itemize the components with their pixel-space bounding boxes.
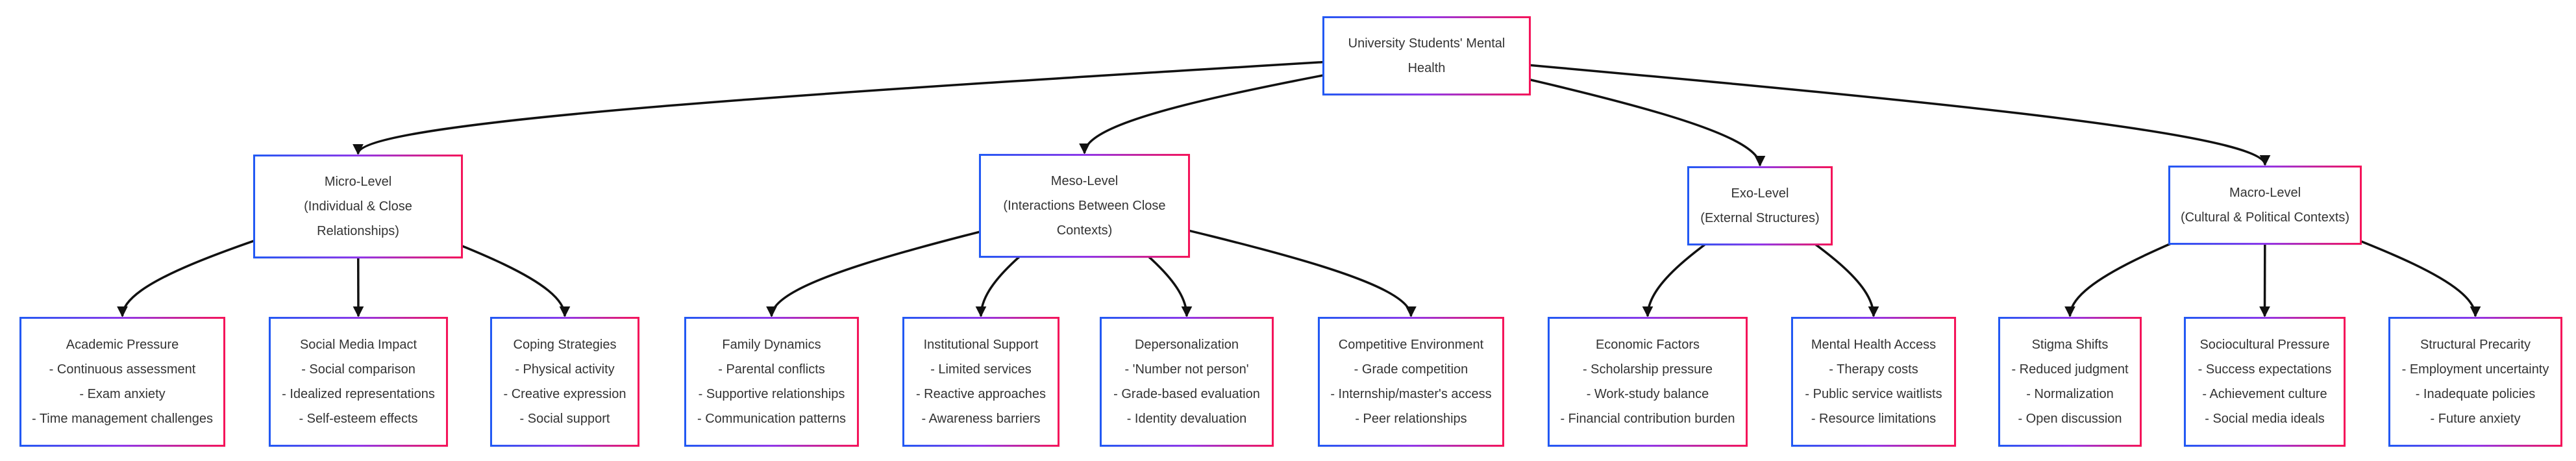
- node-line: (Interactions Between Close: [1003, 199, 1166, 213]
- node-macro: Macro-Level (Cultural & Political Context…: [2168, 166, 2362, 245]
- node-line: - Self-esteem effects: [299, 412, 418, 426]
- node-stigma-shifts: Stigma Shifts - Reduced judgment - Normali…: [1998, 317, 2142, 447]
- node-line: - Reduced judgment: [2011, 362, 2129, 377]
- node-line: - Social support: [519, 412, 610, 426]
- node-line: Exo-Level: [1731, 186, 1789, 201]
- node-line: Micro-Level: [324, 175, 392, 189]
- node-line: - Awareness barriers: [921, 412, 1041, 426]
- node-line: - Time management challenges: [31, 412, 214, 426]
- node-line: Mental Health Access: [1811, 338, 1937, 352]
- node-line: Economic Factors: [1595, 338, 1700, 352]
- node-line: - Employment uncertainty: [2401, 362, 2549, 377]
- node-line: Depersonalization: [1134, 338, 1239, 352]
- node-competitive-environment: Competitive Environment - Grade competiti…: [1318, 317, 1504, 447]
- node-family-dynamics: Family Dynamics - Parental conflicts - Sup…: [684, 317, 859, 447]
- node-line: Social Media Impact: [299, 338, 417, 352]
- node-line: - Scholarship pressure: [1582, 362, 1713, 377]
- node-line: - Grade competition: [1354, 362, 1468, 377]
- node-line: Meso-Level: [1050, 174, 1119, 188]
- node-line: - Work-study balance: [1586, 387, 1709, 401]
- node-line: Coping Strategies: [513, 338, 617, 352]
- node-line: - Communication patterns: [697, 412, 846, 426]
- node-line: Stigma Shifts: [2031, 338, 2109, 352]
- node-line: - Therapy costs: [1829, 362, 1918, 377]
- node-line: - Success expectations: [2198, 362, 2332, 377]
- node-mental-health-access: Mental Health Access - Therapy costs - Pub…: [1791, 317, 1956, 447]
- node-line: Institutional Support: [923, 338, 1039, 352]
- node-line: Competitive Environment: [1338, 338, 1484, 352]
- node-line: - Physical activity: [515, 362, 615, 377]
- node-line: Macro-Level: [2229, 186, 2301, 200]
- node-line: - Financial contribution burden: [1560, 412, 1735, 426]
- node-structural-precarity: Structural Precarity - Employment uncerta…: [2388, 317, 2562, 447]
- node-line: Sociocultural Pressure: [2199, 338, 2330, 352]
- node-line: - 'Number not person': [1124, 362, 1249, 377]
- node-line: - Idealized representations: [282, 387, 435, 401]
- node-institutional-support: Institutional Support - Limited services -…: [902, 317, 1059, 447]
- node-line: Relationships): [317, 224, 399, 238]
- node-line: - Limited services: [930, 362, 1032, 377]
- node-line: (Individual & Close: [304, 199, 412, 214]
- node-line: Health: [1407, 61, 1446, 75]
- node-line: - Achievement culture: [2202, 387, 2327, 401]
- node-line: Academic Pressure: [66, 338, 179, 352]
- node-line: - Supportive relationships: [698, 387, 845, 401]
- node-line: University Students' Mental: [1348, 36, 1505, 51]
- node-line: Contexts): [1056, 223, 1113, 238]
- node-line: (Cultural & Political Contexts): [2180, 210, 2350, 225]
- node-line: - Parental conflicts: [718, 362, 825, 377]
- node-coping-strategies: Coping Strategies - Physical activity - Cr…: [490, 317, 639, 447]
- node-line: - Open discussion: [2018, 412, 2122, 426]
- node-line: - Resource limitations: [1811, 412, 1937, 426]
- node-line: - Reactive approaches: [915, 387, 1046, 401]
- node-line: - Inadequate policies: [2415, 387, 2536, 401]
- node-line: - Future anxiety: [2430, 412, 2521, 426]
- node-depersonalization: Depersonalization - 'Number not person' - …: [1100, 317, 1274, 447]
- node-line: - Internship/master's access: [1330, 387, 1492, 401]
- node-academic-pressure: Academic Pressure - Continuous assessment…: [19, 317, 225, 447]
- edge-root-to-macro: [1426, 55, 2271, 166]
- node-line: - Grade-based evaluation: [1113, 387, 1260, 401]
- node-line: - Creative expression: [503, 387, 626, 401]
- node-line: - Exam anxiety: [79, 387, 166, 401]
- node-line: - Continuous assessment: [49, 362, 196, 377]
- node-line: - Social media ideals: [2205, 412, 2325, 426]
- edge-root-to-micro: [353, 55, 1427, 155]
- node-line: - Public service waitlists: [1805, 387, 1942, 401]
- node-line: (External Structures): [1700, 211, 1820, 225]
- node-exo: Exo-Level (External Structures): [1687, 166, 1833, 245]
- node-line: - Peer relationships: [1355, 412, 1467, 426]
- node-economic-factors: Economic Factors - Scholarship pressure - …: [1548, 317, 1748, 447]
- node-line: - Identity devaluation: [1126, 412, 1247, 426]
- node-sociocultural-pressure: Sociocultural Pressure - Success expectat…: [2184, 317, 2346, 447]
- node-line: - Normalization: [2026, 387, 2114, 401]
- node-line: Structural Precarity: [2420, 338, 2531, 352]
- node-line: Family Dynamics: [722, 338, 821, 352]
- node-line: - Social comparison: [301, 362, 415, 377]
- node-social-media-impact: Social Media Impact - Social comparison - …: [269, 317, 448, 447]
